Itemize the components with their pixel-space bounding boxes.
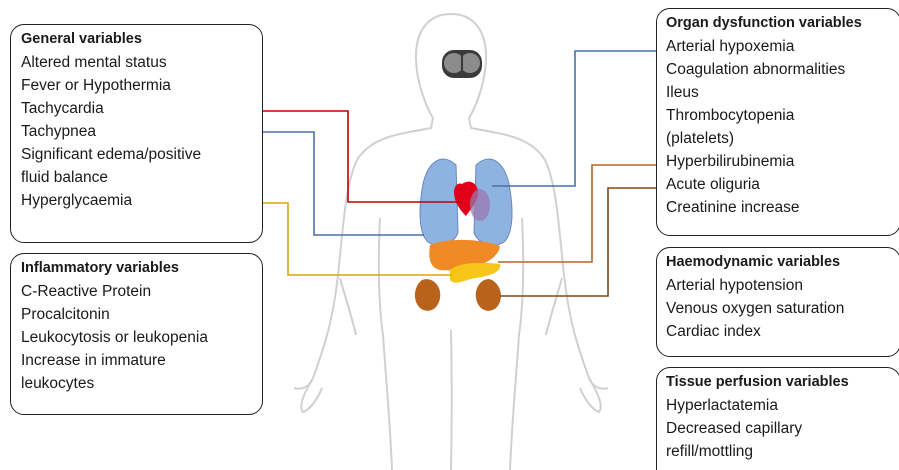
brain-icon bbox=[442, 50, 482, 78]
list-item: refill/mottling bbox=[666, 440, 899, 463]
list-item: Leukocytosis or leukopenia bbox=[21, 326, 262, 349]
general-variables-title: General variables bbox=[21, 30, 262, 49]
organ-dysfunction-variables-box: Organ dysfunction variables Arterial hyp… bbox=[656, 8, 899, 236]
inflammatory-variables-box: Inflammatory variables C-Reactive Protei… bbox=[10, 253, 263, 415]
organ-dysfunction-variables-list: Arterial hypoxemia Coagulation abnormali… bbox=[666, 35, 899, 219]
list-item: Acute oliguria bbox=[666, 173, 899, 196]
list-item: Cardiac index bbox=[666, 320, 899, 343]
list-item: Tachypnea bbox=[21, 120, 262, 143]
list-item: Arterial hypotension bbox=[666, 274, 899, 297]
list-item: Altered mental status bbox=[21, 51, 262, 74]
list-item: C-Reactive Protein bbox=[21, 280, 262, 303]
inflammatory-variables-title: Inflammatory variables bbox=[21, 259, 262, 278]
inflammatory-variables-list: C-Reactive Protein Procalcitonin Leukocy… bbox=[21, 280, 262, 395]
list-item: Thrombocytopenia bbox=[666, 104, 899, 127]
tissue-perfusion-variables-box: Tissue perfusion variables Hyperlactatem… bbox=[656, 367, 899, 470]
list-item: Significant edema/positive bbox=[21, 143, 262, 166]
list-item: Creatinine increase bbox=[666, 196, 899, 219]
list-item: fluid balance bbox=[21, 166, 262, 189]
list-item: Increase in immature bbox=[21, 349, 262, 372]
kidneys-icon bbox=[415, 279, 501, 311]
list-item: Arterial hypoxemia bbox=[666, 35, 899, 58]
list-item: Venous oxygen saturation bbox=[666, 297, 899, 320]
haemodynamic-variables-box: Haemodynamic variables Arterial hypotens… bbox=[656, 247, 899, 357]
list-item: Coagulation abnormalities bbox=[666, 58, 899, 81]
haemodynamic-variables-title: Haemodynamic variables bbox=[666, 253, 899, 272]
list-item: (platelets) bbox=[666, 127, 899, 150]
general-variables-box: General variables Altered mental status … bbox=[10, 24, 263, 243]
list-item: Hyperlactatemia bbox=[666, 394, 899, 417]
list-item: Fever or Hypothermia bbox=[21, 74, 262, 97]
list-item: Tachycardia bbox=[21, 97, 262, 120]
hyperbilirubinemia-connector bbox=[498, 165, 656, 262]
tissue-perfusion-variables-list: Hyperlactatemia Decreased capillary refi… bbox=[666, 394, 899, 463]
list-item: Ileus bbox=[666, 81, 899, 104]
general-variables-list: Altered mental status Fever or Hypotherm… bbox=[21, 51, 262, 212]
list-item: leukocytes bbox=[21, 372, 262, 395]
haemodynamic-variables-list: Arterial hypotension Venous oxygen satur… bbox=[666, 274, 899, 343]
list-item: Hyperbilirubinemia bbox=[666, 150, 899, 173]
organ-dysfunction-variables-title: Organ dysfunction variables bbox=[666, 14, 899, 33]
tissue-perfusion-variables-title: Tissue perfusion variables bbox=[666, 373, 899, 392]
list-item: Hyperglycaemia bbox=[21, 189, 262, 212]
list-item: Decreased capillary bbox=[666, 417, 899, 440]
list-item: Procalcitonin bbox=[21, 303, 262, 326]
